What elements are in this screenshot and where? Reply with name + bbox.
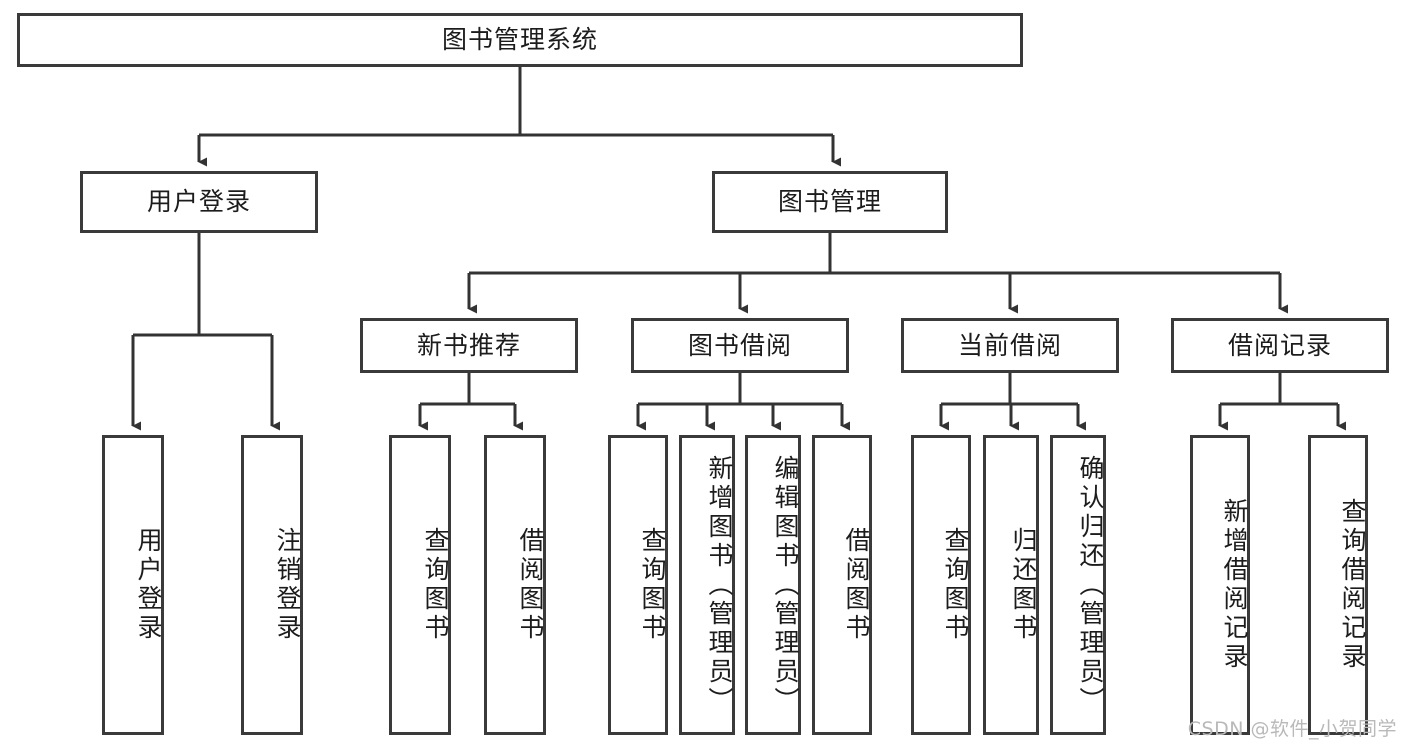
- node-new-book-recommend-label: 新书推荐: [416, 330, 521, 360]
- leaf-query-book-3-label: 查询图书: [941, 527, 970, 643]
- node-book-borrow-label: 图书借阅: [687, 330, 792, 360]
- node-root[interactable]: 图书管理系统: [17, 13, 1023, 67]
- leaf-query-record[interactable]: 查询借阅记录: [1308, 435, 1368, 735]
- leaf-return-book[interactable]: 归还图书: [983, 435, 1039, 735]
- leaf-confirm-return[interactable]: 确认归还（管理员）: [1050, 435, 1106, 735]
- node-book-borrow[interactable]: 图书借阅: [631, 318, 849, 373]
- node-borrow-record-label: 借阅记录: [1227, 330, 1332, 360]
- node-root-label: 图书管理系统: [441, 25, 598, 54]
- leaf-confirm-return-label: 确认归还（管理员）: [1076, 454, 1105, 716]
- leaf-query-book-2-label: 查询图书: [638, 527, 667, 643]
- leaf-query-book-1-label: 查询图书: [421, 527, 450, 643]
- leaf-user-login[interactable]: 用户登录: [102, 435, 164, 735]
- node-new-book-recommend[interactable]: 新书推荐: [360, 318, 578, 373]
- leaf-query-book-1[interactable]: 查询图书: [389, 435, 451, 735]
- node-current-borrow[interactable]: 当前借阅: [901, 318, 1119, 373]
- leaf-query-book-2[interactable]: 查询图书: [608, 435, 668, 735]
- leaf-add-record-label: 新增借阅记录: [1220, 498, 1249, 672]
- node-user-login-label: 用户登录: [146, 187, 251, 216]
- node-user-login[interactable]: 用户登录: [80, 171, 318, 233]
- leaf-edit-book-label: 编辑图书（管理员）: [771, 454, 800, 716]
- leaf-borrow-book-2-label: 借阅图书: [842, 527, 871, 643]
- leaf-user-logout[interactable]: 注销登录: [241, 435, 303, 735]
- leaf-borrow-book-1[interactable]: 借阅图书: [484, 435, 546, 735]
- leaf-edit-book[interactable]: 编辑图书（管理员）: [745, 435, 801, 735]
- node-current-borrow-label: 当前借阅: [957, 330, 1062, 360]
- node-book-manage[interactable]: 图书管理: [712, 171, 948, 233]
- csdn-watermark: CSDN @软件_小贺同学: [1187, 718, 1397, 740]
- leaf-borrow-book-1-label: 借阅图书: [516, 527, 545, 643]
- node-book-manage-label: 图书管理: [777, 187, 882, 216]
- leaf-borrow-book-2[interactable]: 借阅图书: [812, 435, 872, 735]
- leaf-query-record-label: 查询借阅记录: [1338, 498, 1367, 672]
- node-borrow-record[interactable]: 借阅记录: [1171, 318, 1389, 373]
- leaf-add-book[interactable]: 新增图书（管理员）: [679, 435, 735, 735]
- leaf-return-book-label: 归还图书: [1009, 527, 1038, 643]
- leaf-user-logout-label: 注销登录: [273, 527, 302, 643]
- leaf-add-book-label: 新增图书（管理员）: [705, 454, 734, 716]
- leaf-user-login-label: 用户登录: [134, 527, 163, 643]
- leaf-query-book-3[interactable]: 查询图书: [911, 435, 971, 735]
- leaf-add-record[interactable]: 新增借阅记录: [1190, 435, 1250, 735]
